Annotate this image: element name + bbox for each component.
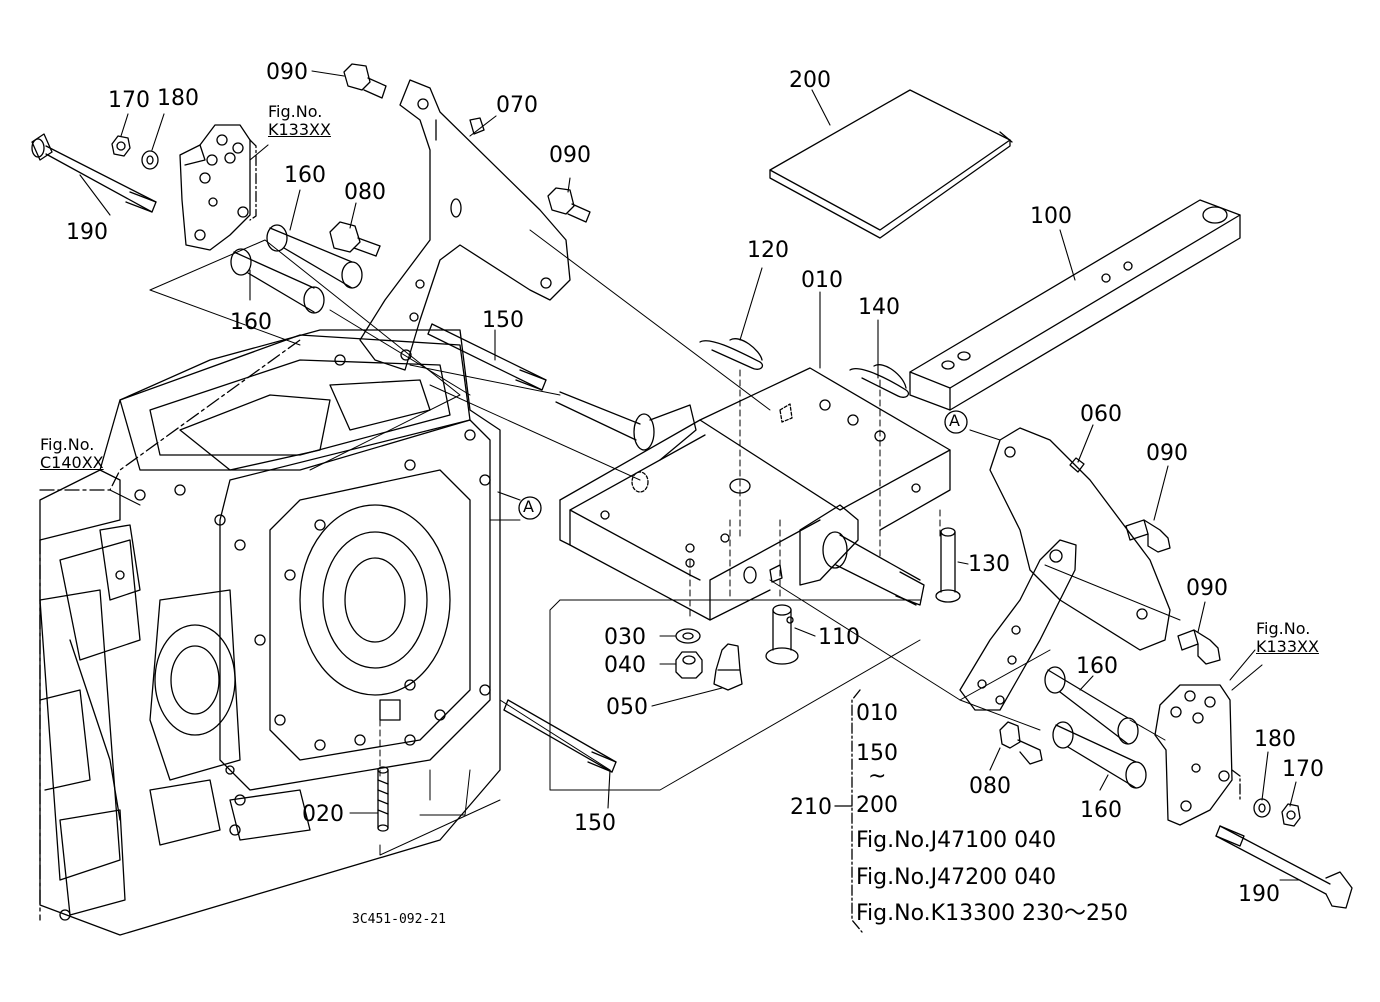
shaft-arm <box>556 392 696 492</box>
washer-180-right <box>1254 799 1270 817</box>
bolt-190-left <box>32 134 156 212</box>
transmission-case <box>40 330 500 935</box>
spacer-160-a <box>267 225 362 288</box>
label-010: 010 <box>801 268 843 293</box>
ref-c140-fig: Fig.No. <box>40 435 95 454</box>
ref-k133-left-code: K133XX <box>268 120 331 140</box>
bolt-080-upper <box>330 222 380 256</box>
kit-line-3: ~ <box>868 764 887 789</box>
pin-120 <box>700 339 762 370</box>
pin-130 <box>936 528 960 602</box>
drawing-code: 3C451-092-21 <box>352 912 446 927</box>
label-090-b: 090 <box>549 143 591 168</box>
label-140: 140 <box>858 295 900 320</box>
bracket-k133-left <box>180 125 256 250</box>
bolt-050 <box>714 644 742 690</box>
label-150-a: 150 <box>482 308 524 333</box>
kit-line-6: Fig.No.J47200 040 <box>856 865 1057 890</box>
nut-170-right <box>1282 804 1300 826</box>
bolt-080-lower <box>1000 722 1042 764</box>
label-080-a: 080 <box>344 180 386 205</box>
label-020: 020 <box>302 802 344 827</box>
ref-c140-code: C140XX <box>40 453 104 473</box>
shaft-right <box>800 505 924 605</box>
ref-k133-left-fig: Fig.No. <box>268 102 323 121</box>
stud-020 <box>378 767 388 831</box>
label-060: 060 <box>1080 402 1122 427</box>
label-160-c: 160 <box>1076 654 1118 679</box>
spacer-160-b <box>231 249 324 313</box>
bolt-090-d <box>1178 630 1220 664</box>
label-170-a: 170 <box>108 88 150 113</box>
stud-150-upper <box>428 324 546 390</box>
label-180-a: 180 <box>157 86 199 111</box>
kit-line-4: 200 <box>856 793 898 818</box>
marker-a-2: A <box>949 411 960 430</box>
label-120: 120 <box>747 238 789 263</box>
label-200: 200 <box>789 68 831 93</box>
label-180-b: 180 <box>1254 727 1296 752</box>
bracket-k133-right <box>1155 685 1240 825</box>
nut-040 <box>676 652 702 678</box>
bolt-090-b <box>548 188 590 222</box>
pin-110 <box>766 605 798 664</box>
kit-line-5: Fig.No.J47100 040 <box>856 828 1057 853</box>
label-190-a: 190 <box>66 220 108 245</box>
marker-a-1: A <box>523 497 534 516</box>
label-090-c: 090 <box>1146 441 1188 466</box>
ref-c140: Fig.No. C140XX <box>40 435 104 473</box>
bar-100 <box>910 200 1240 410</box>
label-130: 130 <box>968 552 1010 577</box>
bracket-060 <box>990 428 1170 650</box>
label-040: 040 <box>604 653 646 678</box>
kit-bracket-210 <box>852 690 862 932</box>
hidden-lines <box>380 370 940 780</box>
ref-k133-right-code: K133XX <box>1256 637 1319 657</box>
bolt-190-right <box>1216 826 1352 908</box>
c140-boundary <box>40 340 300 920</box>
label-090-d: 090 <box>1186 576 1228 601</box>
label-070: 070 <box>496 93 538 118</box>
washer-030 <box>676 629 700 643</box>
label-100: 100 <box>1030 204 1072 229</box>
label-150-b: 150 <box>574 811 616 836</box>
bracket-010 <box>560 368 950 620</box>
ref-k133-right-fig: Fig.No. <box>1256 619 1311 638</box>
stud-150-lower <box>504 700 616 772</box>
kit-line-7: Fig.No.K13300 230～250 <box>856 901 1129 926</box>
label-210: 210 <box>790 795 832 820</box>
bracket-070 <box>360 80 570 370</box>
bolt-090-a <box>344 64 386 98</box>
spacer-160-d <box>1053 722 1146 788</box>
label-080-b: 080 <box>969 774 1011 799</box>
ref-k133-right: Fig.No. K133XX <box>1256 619 1319 657</box>
pin-140 <box>850 365 908 398</box>
label-160-b: 160 <box>230 310 272 335</box>
label-090-a: 090 <box>266 60 308 85</box>
marker-a-circle-1 <box>519 497 541 519</box>
nut-170-left <box>112 136 130 156</box>
label-160-a: 160 <box>284 163 326 188</box>
kit-line-1: 010 <box>856 701 898 726</box>
label-160-d: 160 <box>1080 798 1122 823</box>
kit-line-2: 150 <box>856 741 898 766</box>
label-050: 050 <box>606 695 648 720</box>
assembly-lines <box>150 230 1255 855</box>
washer-180-left <box>142 151 158 169</box>
label-170-b: 170 <box>1282 757 1324 782</box>
ref-k133-left: Fig.No. K133XX <box>268 102 331 140</box>
label-030: 030 <box>604 625 646 650</box>
arm-lower <box>960 540 1076 710</box>
label-110: 110 <box>818 625 860 650</box>
marker-a-circle-2 <box>945 411 967 433</box>
sheet-200 <box>770 90 1012 238</box>
label-190-b: 190 <box>1238 882 1280 907</box>
bolt-090-c <box>1126 520 1170 552</box>
leader-lines <box>80 71 1300 880</box>
spacer-160-c <box>1045 667 1138 744</box>
